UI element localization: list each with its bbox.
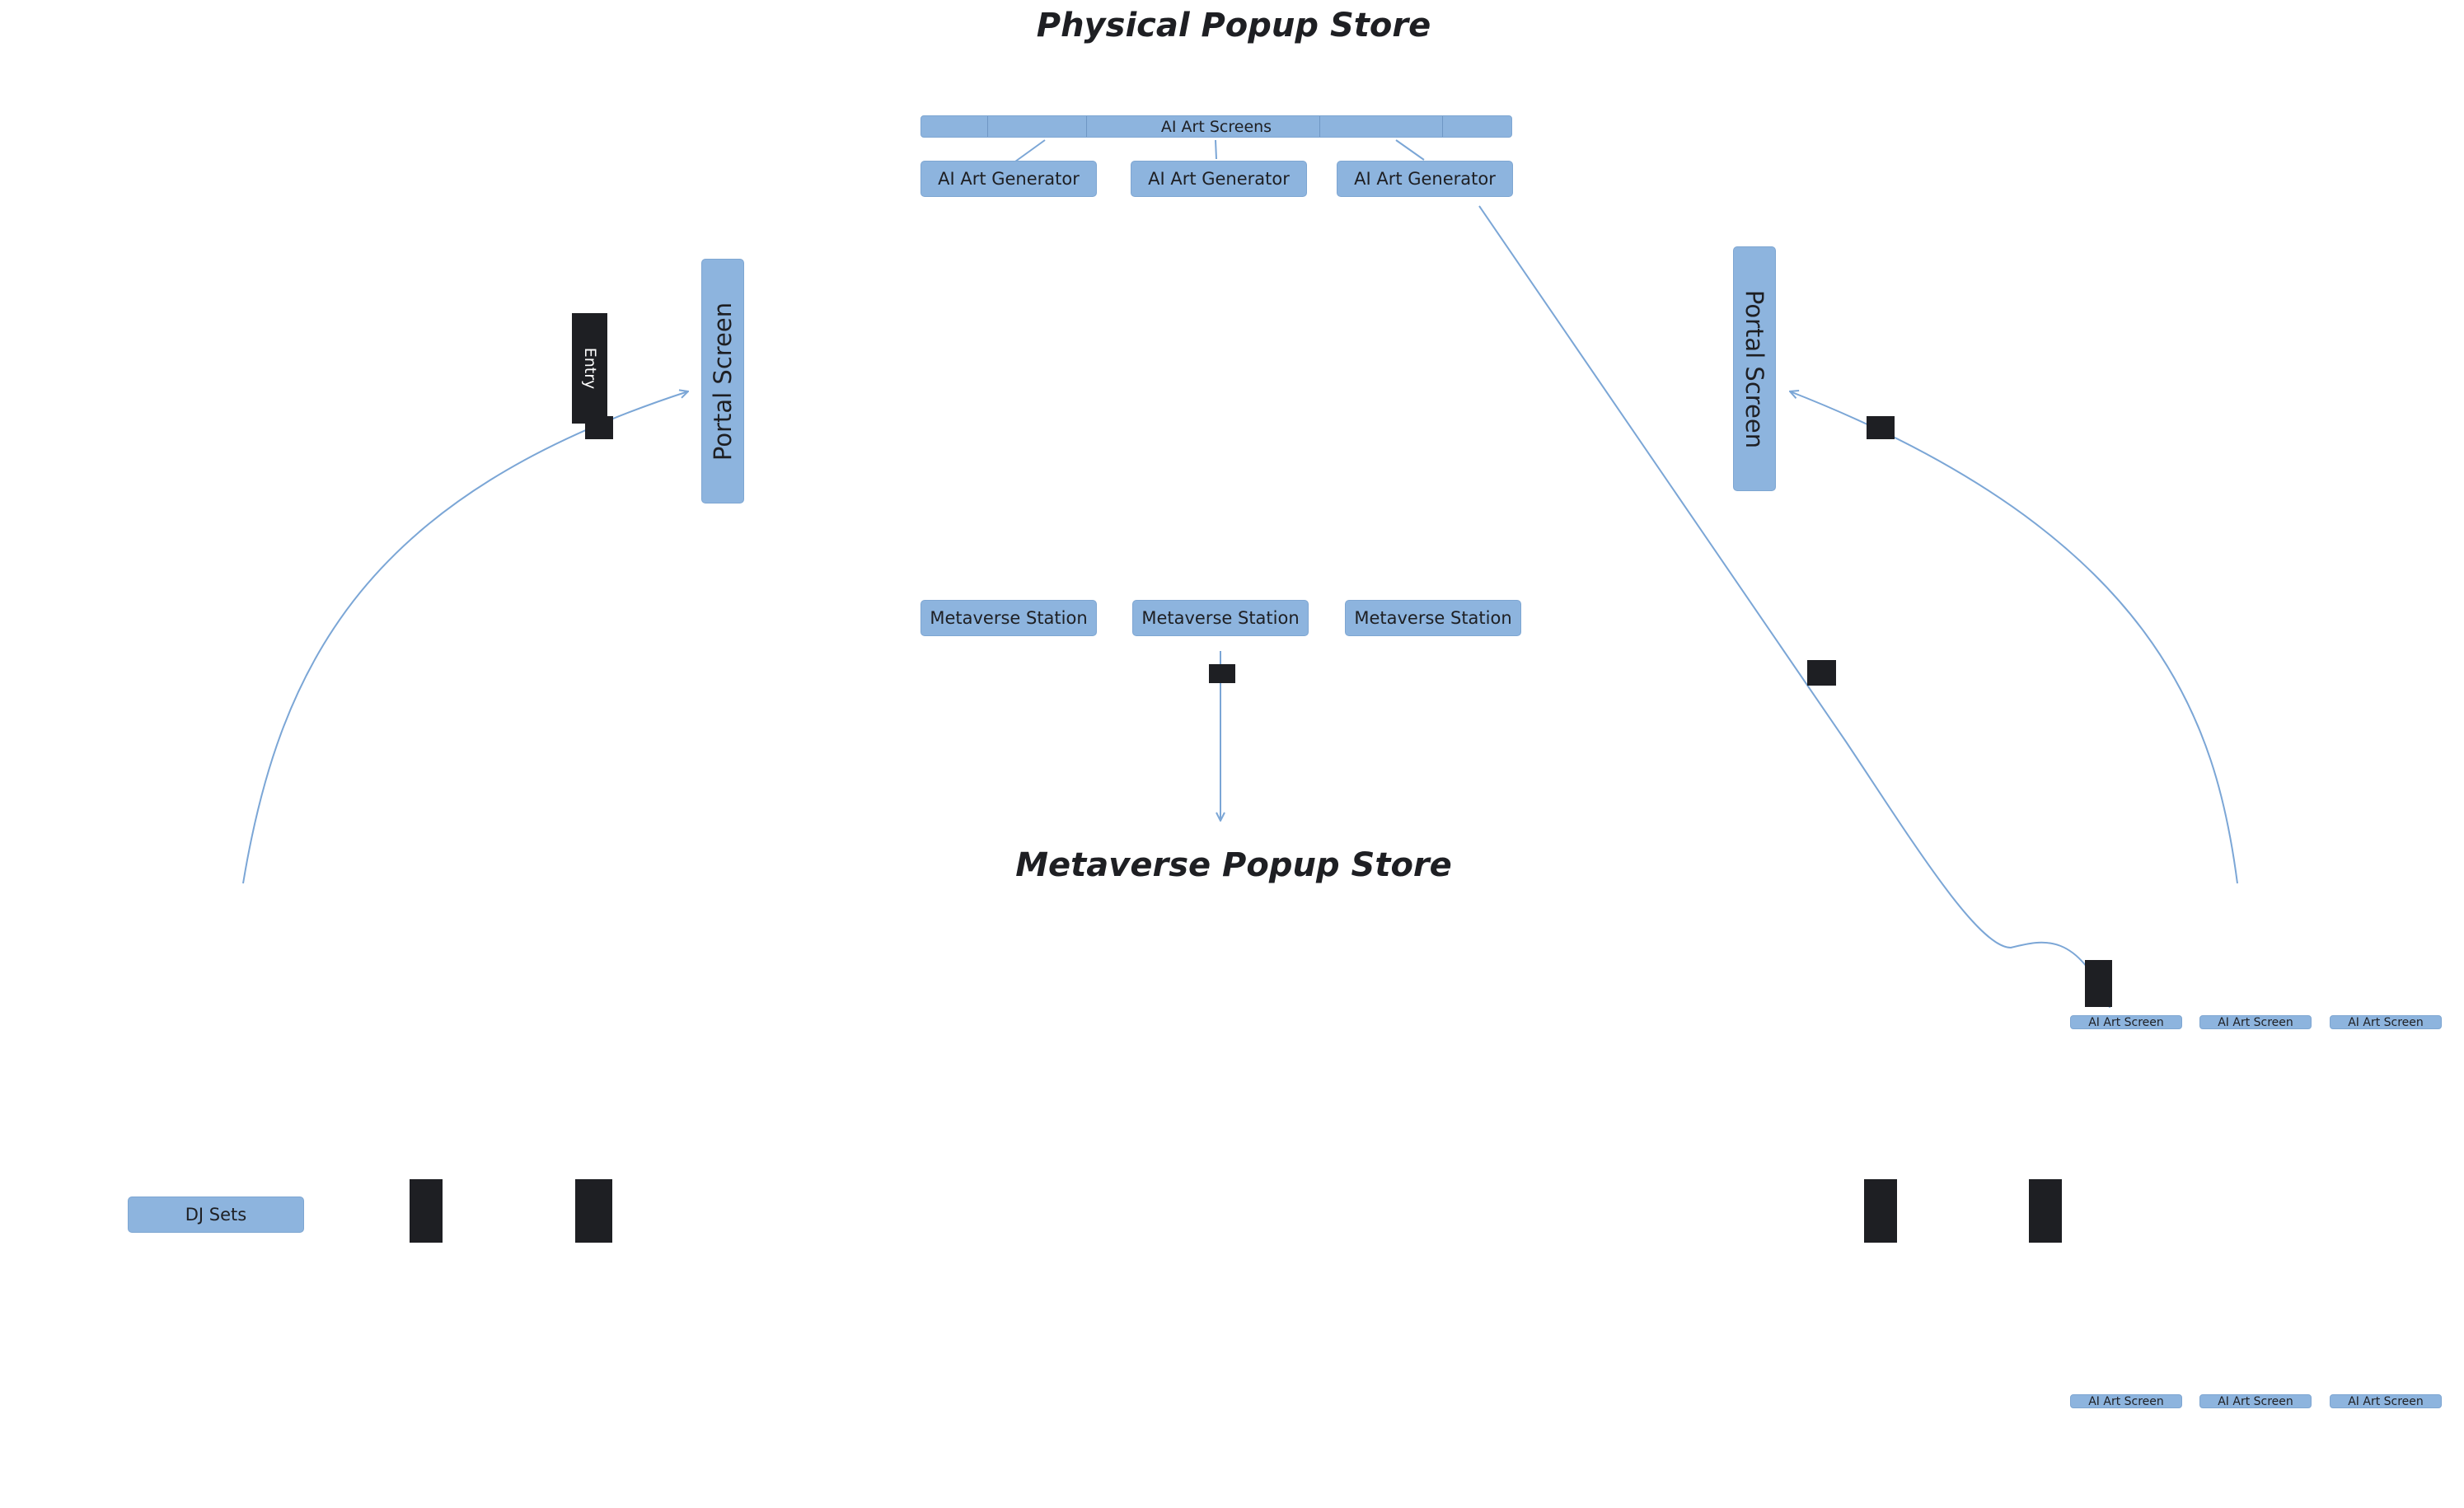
ai-art-generator-3[interactable]: AI Art Generator <box>1337 161 1513 197</box>
link-bar-to-generator-3 <box>1395 139 1425 161</box>
arrow-generator-to-ai-art-screens <box>1478 205 2110 1007</box>
metaverse-station-2[interactable]: Metaverse Station <box>1132 600 1309 636</box>
entry-marker <box>585 416 613 439</box>
ai-art-screen-tile[interactable]: AI Art Screen <box>2199 1394 2312 1408</box>
screen-entry-block <box>2085 960 2112 1007</box>
physical-store-title: Physical Popup Store <box>1036 7 1431 44</box>
bar-divider <box>1319 116 1320 137</box>
entry-block[interactable]: Entry <box>572 313 607 424</box>
right-block-1 <box>1864 1179 1897 1243</box>
bar-divider <box>1442 116 1443 137</box>
metaverse-station-1[interactable]: Metaverse Station <box>920 600 1097 636</box>
right-block-2 <box>2029 1179 2062 1243</box>
entry-label: Entry <box>580 347 599 390</box>
ai-art-screen-tile[interactable]: AI Art Screen <box>2199 1015 2312 1029</box>
dj-block-2 <box>575 1179 612 1243</box>
ai-art-screen-tile[interactable]: AI Art Screen <box>2330 1015 2442 1029</box>
portal-screen-right[interactable]: Portal Screen <box>1733 246 1776 491</box>
bar-divider <box>987 116 988 137</box>
portal-screen-left[interactable]: Portal Screen <box>701 259 744 503</box>
ai-art-screen-tile[interactable]: AI Art Screen <box>2330 1394 2442 1408</box>
path-marker <box>1807 660 1836 686</box>
ai-art-screen-tile[interactable]: AI Art Screen <box>2070 1394 2182 1408</box>
arrow-dj-area-to-left-portal <box>242 391 688 884</box>
metaverse-store-title: Metaverse Popup Store <box>1015 846 1452 884</box>
ai-art-screens-label: AI Art Screens <box>1160 117 1272 136</box>
ai-art-generator-1[interactable]: AI Art Generator <box>920 161 1097 197</box>
bar-divider <box>1086 116 1087 137</box>
dj-block-1 <box>410 1179 443 1243</box>
portal-screen-right-label: Portal Screen <box>1740 289 1768 448</box>
ai-art-generator-2[interactable]: AI Art Generator <box>1131 161 1307 197</box>
link-bar-to-generator-1 <box>1014 139 1046 162</box>
right-portal-marker <box>1867 416 1895 439</box>
metaverse-station-3[interactable]: Metaverse Station <box>1345 600 1521 636</box>
dj-sets[interactable]: DJ Sets <box>128 1197 304 1233</box>
ai-art-screens-bar[interactable]: AI Art Screens <box>920 115 1512 138</box>
arrow-right-area-to-right-portal <box>1790 391 2238 884</box>
station-marker <box>1209 664 1235 683</box>
ai-art-screen-tile[interactable]: AI Art Screen <box>2070 1015 2182 1029</box>
portal-screen-left-label: Portal Screen <box>709 302 737 461</box>
